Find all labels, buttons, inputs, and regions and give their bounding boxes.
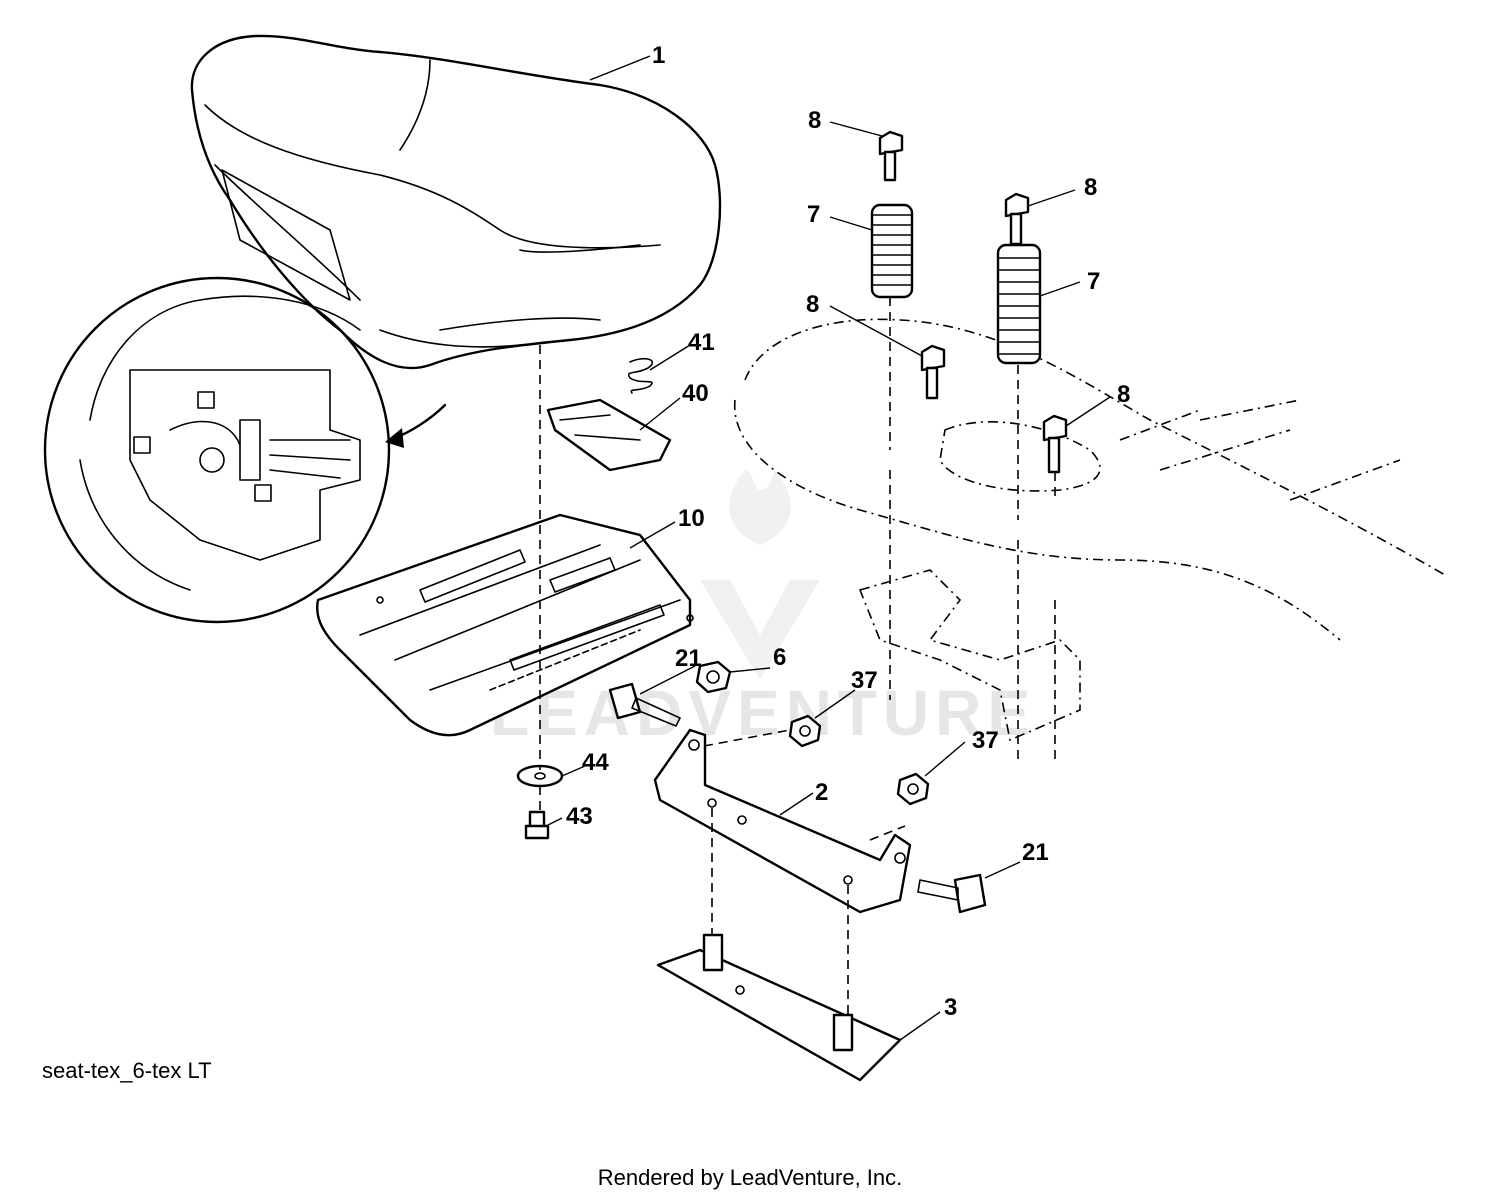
- seat-bracket[interactable]: [653, 728, 912, 914]
- nut[interactable]: [695, 660, 732, 694]
- callout-2: 2: [815, 779, 828, 806]
- bolt[interactable]: [1042, 414, 1068, 474]
- frame-outline: [734, 318, 1446, 742]
- alignment-lines: [539, 297, 1056, 1015]
- spring[interactable]: [870, 203, 914, 299]
- callout-7-right: 7: [1087, 268, 1100, 295]
- callout-6: 6: [773, 644, 786, 671]
- callout-21-right: 21: [1022, 839, 1049, 866]
- callout-21-left: 21: [675, 645, 702, 672]
- callout-10: 10: [678, 505, 705, 532]
- detail-callout-circle: [43, 276, 447, 624]
- callout-41: 41: [688, 329, 715, 356]
- figure-code: seat-tex_6-tex LT: [42, 1058, 212, 1083]
- watermark: LEADVENTURE: [490, 470, 1036, 749]
- callout-37-upper: 37: [851, 667, 878, 694]
- seat-pan[interactable]: [316, 513, 694, 737]
- callout-43: 43: [566, 803, 593, 830]
- callout-1: 1: [652, 42, 665, 69]
- callout-7-left: 7: [807, 201, 820, 228]
- small-spring[interactable]: [628, 357, 654, 394]
- watermark-text: LEADVENTURE: [490, 677, 1036, 749]
- callout-37-lower: 37: [972, 727, 999, 754]
- stud-plate[interactable]: [656, 933, 902, 1082]
- footer-credit: Rendered by LeadVenture, Inc.: [598, 1165, 903, 1190]
- shoulder-bolt-left[interactable]: [608, 682, 681, 727]
- bolt[interactable]: [920, 344, 946, 400]
- bolt[interactable]: [878, 130, 904, 182]
- spring[interactable]: [996, 243, 1042, 365]
- watermark-logo-icon: [700, 470, 820, 680]
- callout-40: 40: [682, 380, 709, 407]
- callout-44: 44: [582, 749, 609, 776]
- callout-8-lower: 8: [1117, 381, 1130, 408]
- callout-labels: 1 2 3 6 7 7 8 8 8 8 10 21 21 37 37 40 41…: [566, 42, 1130, 1021]
- callout-8-mid: 8: [806, 291, 819, 318]
- nut[interactable]: [896, 772, 930, 806]
- shoulder-bolt-right[interactable]: [917, 873, 987, 914]
- callout-8-top-right: 8: [1084, 174, 1097, 201]
- callout-8-top-left: 8: [808, 107, 821, 134]
- seat[interactable]: [190, 34, 722, 370]
- leader-lines: [545, 55, 1111, 1041]
- seat-clip[interactable]: [546, 398, 672, 472]
- screw[interactable]: [524, 810, 550, 840]
- bolt[interactable]: [1004, 192, 1030, 246]
- callout-3: 3: [944, 994, 957, 1021]
- nut[interactable]: [788, 714, 822, 748]
